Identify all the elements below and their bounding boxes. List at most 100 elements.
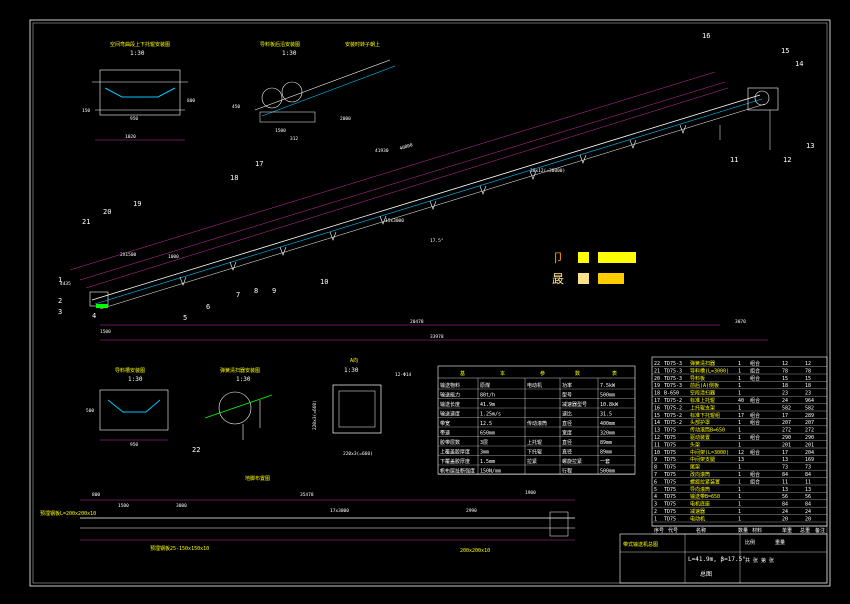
parts-cell: 改向滚筒 xyxy=(690,471,710,478)
drawing-border-inner xyxy=(32,22,828,584)
dim-41930: 41930 xyxy=(375,148,389,154)
view1-title: 空间弯曲段上下托辊安装图 xyxy=(110,41,170,48)
parts-cell: 组合 xyxy=(750,412,760,419)
view-idler-section: 空间弯曲段上下托辊安装图 1:30 1020 950 800 150 xyxy=(82,41,195,141)
parts-cell: 减速器 xyxy=(690,508,705,515)
parts-cell: 56 xyxy=(782,494,788,500)
parts-cell: 290 xyxy=(782,435,791,441)
spec-cell: 输送物料 xyxy=(440,382,460,389)
spec-cell: 3mm xyxy=(480,450,489,456)
parts-cell: 标准上托辊 xyxy=(690,397,715,404)
parts-cell: TD75 xyxy=(664,472,676,478)
parts-cell: 1 xyxy=(738,465,741,471)
parts-cell: 1 xyxy=(738,405,741,411)
parts-cell: TD75 xyxy=(664,516,676,522)
parts-cell: 13 xyxy=(782,457,788,463)
parts-cell: 14 xyxy=(654,420,660,426)
parts-cell: 201 xyxy=(782,442,791,448)
parts-cell: 1 xyxy=(738,509,741,515)
parts-cell: 24 xyxy=(805,509,811,515)
parts-cell: 204 xyxy=(805,450,814,456)
view1-scale: 1:30 xyxy=(130,50,145,57)
parts-cell: 15 xyxy=(782,376,788,382)
parts-cell: TD75-3 xyxy=(664,383,682,389)
spec-cell: 400mm xyxy=(600,421,615,427)
parts-cell: 6 xyxy=(654,479,657,485)
parts-cell: 导向滚筒 xyxy=(690,486,710,493)
parts-cell: TD75-3 xyxy=(664,361,682,367)
parts-cell: 207 xyxy=(805,420,814,426)
parts-cell: 964 xyxy=(805,398,814,404)
parts-cell: 4 xyxy=(654,494,657,500)
title-spec: L=41.9m, β=17.5° xyxy=(688,556,746,563)
parts-cell: TD75 xyxy=(664,487,676,493)
parts-cell: 中间架支腿 xyxy=(690,456,715,463)
parts-cell: 1 xyxy=(738,472,741,478)
parts-cell: 电动机 xyxy=(690,515,705,522)
parts-cell: 23 xyxy=(782,391,788,397)
parts-cell: 84 xyxy=(782,502,788,508)
spec-cell: 帆布层扯断强度 xyxy=(440,468,475,475)
view5-scale: 1:30 xyxy=(236,376,251,383)
balloon-3: 3 xyxy=(58,308,62,316)
balloon-4: 4 xyxy=(92,312,96,320)
parts-cell: 1 xyxy=(738,479,741,485)
spec-cell: 螺旋拉紧 xyxy=(562,458,582,465)
parts-cell: B-650 xyxy=(664,391,679,397)
view-spring-cleaner: 弹簧清扫器安装图 1:30 xyxy=(204,367,273,440)
spec-cell: 一套 xyxy=(600,458,610,465)
view5-title: 弹簧清扫器安装图 xyxy=(220,367,260,374)
spec-cell: 89mm xyxy=(600,440,612,446)
balloon-11: 11 xyxy=(730,156,738,164)
view2-dim-1500: 1500 xyxy=(275,128,286,134)
dim-40800: 40800 xyxy=(399,142,414,152)
parts-cell: TD75 xyxy=(664,435,676,441)
parts-cell: 驱动装置 xyxy=(690,434,710,441)
spec-cell: 上覆盖胶厚度 xyxy=(440,449,470,456)
parts-header-cell: 总重 xyxy=(800,527,810,534)
parts-cell: 3 xyxy=(654,502,657,508)
balloon-22: 22 xyxy=(192,446,200,454)
parts-cell: 组合 xyxy=(750,449,760,456)
parts-cell: TD75 xyxy=(664,428,676,434)
parts-cell: 9 xyxy=(654,457,657,463)
spec-cell: 电动机 xyxy=(527,382,542,389)
parts-cell: 17 xyxy=(654,398,660,404)
parts-cell: 84 xyxy=(782,472,788,478)
spec-cell: 带速 xyxy=(440,431,450,437)
dim-left-4435: 4435 xyxy=(60,281,71,287)
spec-cell: 31.5 xyxy=(600,412,612,418)
spec-cell: 传动滚筒 xyxy=(527,420,547,427)
parts-cell: TD75-3 xyxy=(664,368,682,374)
balloon-1: 1 xyxy=(58,276,62,284)
view4-title: 导料槽安装图 xyxy=(115,367,145,374)
dim-left-2x1500: 2X1500 xyxy=(120,252,137,258)
parts-header-cell: 材料 xyxy=(752,527,762,534)
parts-cell: 螺旋拉紧装置 xyxy=(690,478,720,485)
view6-scale: 1:30 xyxy=(344,367,359,374)
dim-angle: 17.5° xyxy=(430,238,444,244)
legend-box-2 xyxy=(598,252,636,263)
parts-cell: 13 xyxy=(782,487,788,493)
balloon-19: 19 xyxy=(133,200,141,208)
view-chute: 导料槽安装图 1:30 950 500 xyxy=(86,367,169,448)
view3-note: 安装时转子朝上 xyxy=(345,41,380,48)
balloon-9: 9 xyxy=(272,287,276,295)
balloon-21: 21 xyxy=(82,218,90,226)
legend-glyph-2: 晸 xyxy=(552,272,564,286)
parts-cell: 组合 xyxy=(750,375,760,382)
parts-cell: 1 xyxy=(738,383,741,389)
parts-cell: 11 xyxy=(654,442,660,448)
parts-cell: 导料板 xyxy=(690,375,705,382)
parts-header-cell: 名称 xyxy=(696,527,706,534)
parts-cell: 18 xyxy=(805,383,811,389)
balloon-15: 15 xyxy=(781,47,789,55)
parts-cell: TD75 xyxy=(664,479,676,485)
parts-cell: 78 xyxy=(782,368,788,374)
parts-cell: 20 xyxy=(782,516,788,522)
parts-cell: 17 xyxy=(782,450,788,456)
